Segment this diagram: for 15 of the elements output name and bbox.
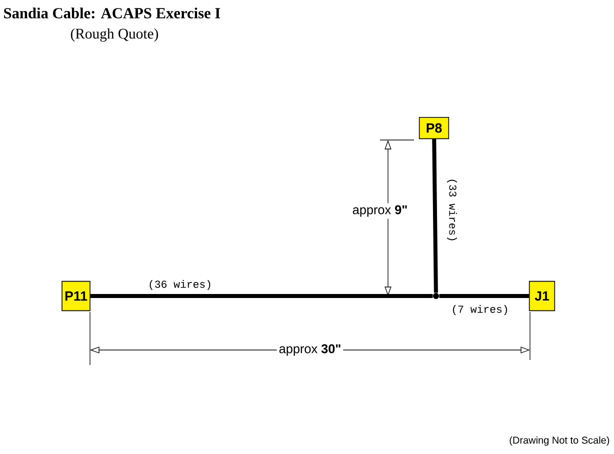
wire-count-label: (36 wires) <box>150 280 210 290</box>
subtitle: (Rough Quote) <box>70 28 158 42</box>
connector-box: J1 <box>528 280 556 312</box>
wire-count-label: (33 wires) <box>447 180 457 240</box>
cable <box>90 294 433 298</box>
note: (Drawing Not to Scale) <box>510 436 610 446</box>
wire-count-label: (7 wires) <box>452 305 507 315</box>
connector-box: P11 <box>62 280 90 312</box>
connector-box: P8 <box>418 116 450 140</box>
title: Sandia Cable: ACAPS Exercise I <box>4 8 220 18</box>
dimension-label: approx 9" <box>350 203 410 219</box>
cable <box>432 139 438 293</box>
cable <box>439 294 529 298</box>
junction-point <box>433 293 439 299</box>
dimension-label: approx 30" <box>276 342 344 358</box>
